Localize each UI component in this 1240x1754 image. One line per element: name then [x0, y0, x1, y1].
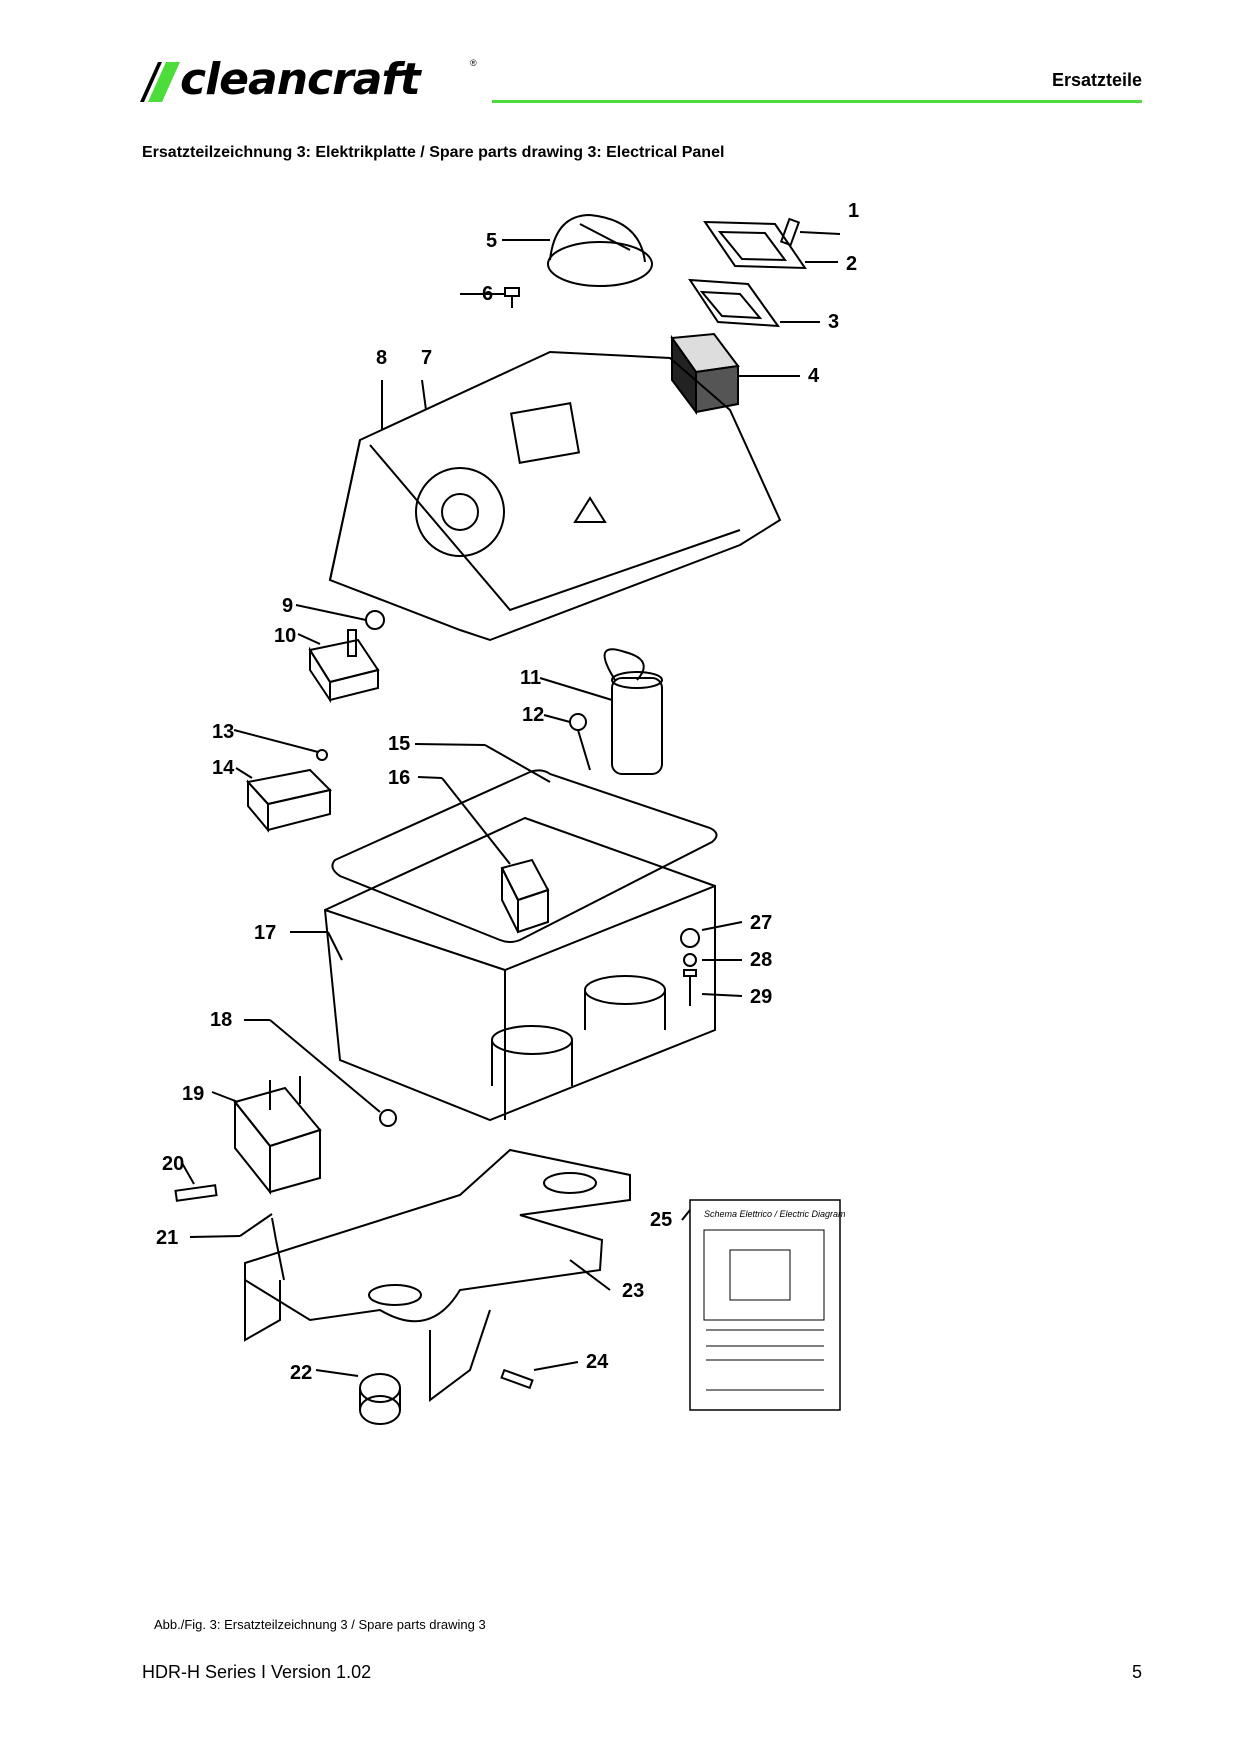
callout-20: 20	[162, 1153, 184, 1175]
callout-21: 21	[156, 1227, 178, 1249]
part-11-12-capacitor	[539, 648, 663, 775]
callout-22: 22	[290, 1362, 312, 1384]
page-number: 5	[1131, 1662, 1142, 1682]
diagram-title: Schema Elettrico / Electric Diagram	[704, 1209, 846, 1219]
part-5-knob	[502, 213, 653, 287]
part-13-14-terminal-block	[233, 729, 332, 833]
part-25-electric-diagram	[681, 1199, 841, 1411]
callout-19: 19	[182, 1083, 204, 1105]
part-9-10-pressure-switch	[295, 604, 385, 704]
part-6-screw	[460, 287, 520, 308]
part-1-screw	[779, 217, 841, 247]
section-title: Ersatzteile	[1051, 70, 1142, 90]
callout-13: 13	[212, 721, 234, 743]
part-17-housing-box	[290, 816, 716, 1122]
callout-1: 1	[848, 200, 859, 222]
callout-17: 17	[254, 922, 276, 944]
callout-8: 8	[376, 347, 387, 369]
header-rule	[492, 100, 1142, 103]
part-27-28-29-hardware	[680, 921, 743, 1006]
figure-caption: Abb./Fig. 3: Ersatzteilzeichnung 3 / Spa…	[154, 1617, 486, 1632]
callout-24: 24	[586, 1351, 609, 1373]
callout-10: 10	[274, 625, 296, 647]
exploded-parts-drawing: 1 2 3 4 5 6 7 8 9 10 11 12 13 14 15 16 1…	[156, 200, 859, 1425]
callout-2: 2	[846, 253, 857, 275]
callout-25: 25	[650, 1209, 672, 1231]
callout-4: 4	[808, 365, 820, 387]
part-22-cable-gland	[315, 1369, 401, 1425]
logo-text: cleancraft	[180, 54, 421, 105]
part-15-gasket	[331, 743, 718, 943]
part-4-rocker-switch	[670, 332, 800, 415]
callout-29: 29	[750, 986, 772, 1008]
callout-6: 6	[482, 283, 493, 305]
callout-12: 12	[522, 704, 544, 726]
callout-15: 15	[388, 733, 410, 755]
callout-7: 7	[421, 347, 432, 369]
part-18-21-junction	[174, 1019, 397, 1281]
callout-5: 5	[486, 230, 497, 252]
logo-mark-icon	[140, 62, 180, 102]
part-16-relay	[417, 776, 550, 934]
part-7-8-panel-cover	[328, 350, 782, 642]
footer-document: HDR-H Series I Version 1.02	[142, 1662, 372, 1682]
callout-11: 11	[520, 667, 541, 689]
callout-3: 3	[828, 311, 839, 333]
callout-27: 27	[750, 912, 772, 934]
cleancraft-logo: cleancraft ®	[140, 54, 485, 106]
callout-18: 18	[210, 1009, 232, 1031]
part-23-mounting-bracket	[244, 1148, 631, 1402]
callout-23: 23	[622, 1280, 644, 1302]
callout-16: 16	[388, 767, 410, 789]
callout-9: 9	[282, 595, 293, 617]
part-2-switch-frame	[703, 220, 838, 270]
part-3-switch-cover	[688, 278, 820, 328]
part-24-screw	[500, 1361, 579, 1390]
callout-14: 14	[212, 757, 235, 779]
page-subtitle: Ersatzteilzeichnung 3: Elektrikplatte / …	[142, 144, 725, 161]
callout-28: 28	[750, 949, 772, 971]
registered-mark: ®	[470, 58, 477, 68]
